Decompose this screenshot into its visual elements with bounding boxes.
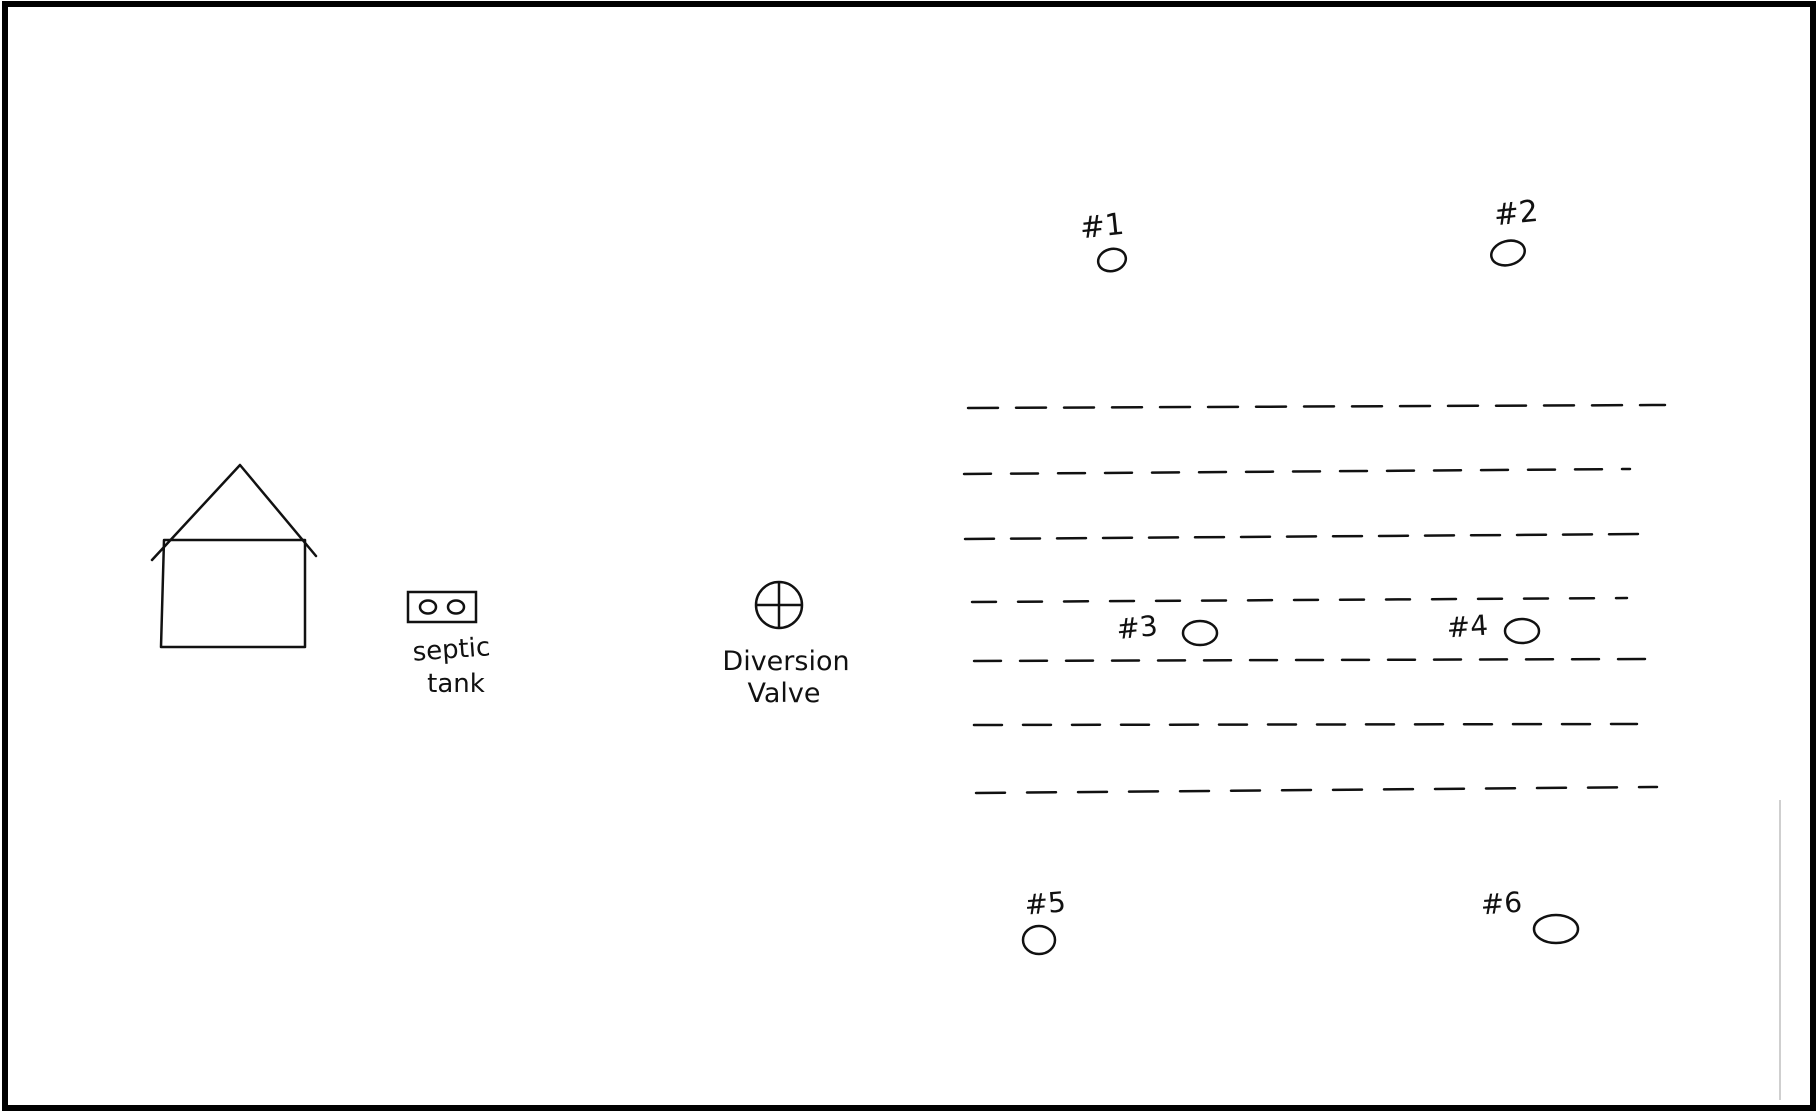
house-roof [152, 465, 316, 560]
septic-tank-icon [408, 592, 476, 622]
septic-tank-port-right [448, 601, 464, 614]
drain-field [964, 405, 1665, 793]
observation-port-5-circle [1023, 926, 1055, 954]
observation-port-2-label: #2 [1492, 194, 1540, 233]
drain-field-line [964, 469, 1630, 474]
drain-field-line [965, 534, 1645, 539]
observation-port-5-label: #5 [1023, 885, 1067, 921]
drain-field-line [972, 598, 1627, 602]
observation-port-6-label: #6 [1480, 886, 1523, 922]
house-icon [152, 465, 316, 647]
observation-port-1: #1 [1078, 207, 1128, 274]
observation-port-4-label: #4 [1446, 609, 1489, 645]
drain-field-line [974, 724, 1637, 725]
septic-tank-port-left [420, 601, 436, 614]
observation-port-5: #5 [1023, 885, 1067, 954]
observation-port-3-circle [1183, 621, 1217, 645]
diversion-valve-icon [756, 582, 802, 628]
observation-port-1-circle [1096, 246, 1129, 274]
septic-tank-box [408, 592, 476, 622]
observation-port-6-circle [1534, 915, 1578, 943]
observation-port-4: #4 [1446, 609, 1539, 645]
diversion-valve-label-line1: Diversion [722, 646, 849, 677]
observation-port-2-circle [1488, 237, 1527, 269]
observation-port-4-circle [1505, 619, 1539, 643]
septic-tank-label-line1: septic [412, 632, 492, 667]
observation-port-3: #3 [1115, 609, 1217, 646]
observation-port-1-label: #1 [1078, 207, 1126, 246]
page-frame [5, 4, 1813, 1108]
observation-port-2: #2 [1488, 194, 1539, 269]
observation-port-3-label: #3 [1115, 609, 1160, 646]
septic-tank-label-line2: tank [427, 669, 485, 699]
drain-field-line [974, 659, 1648, 661]
house-body [161, 540, 305, 647]
observation-port-6: #6 [1480, 886, 1578, 943]
diversion-valve-label-line2: Valve [747, 678, 820, 709]
drain-field-line [968, 405, 1665, 408]
drain-field-line [976, 787, 1657, 793]
